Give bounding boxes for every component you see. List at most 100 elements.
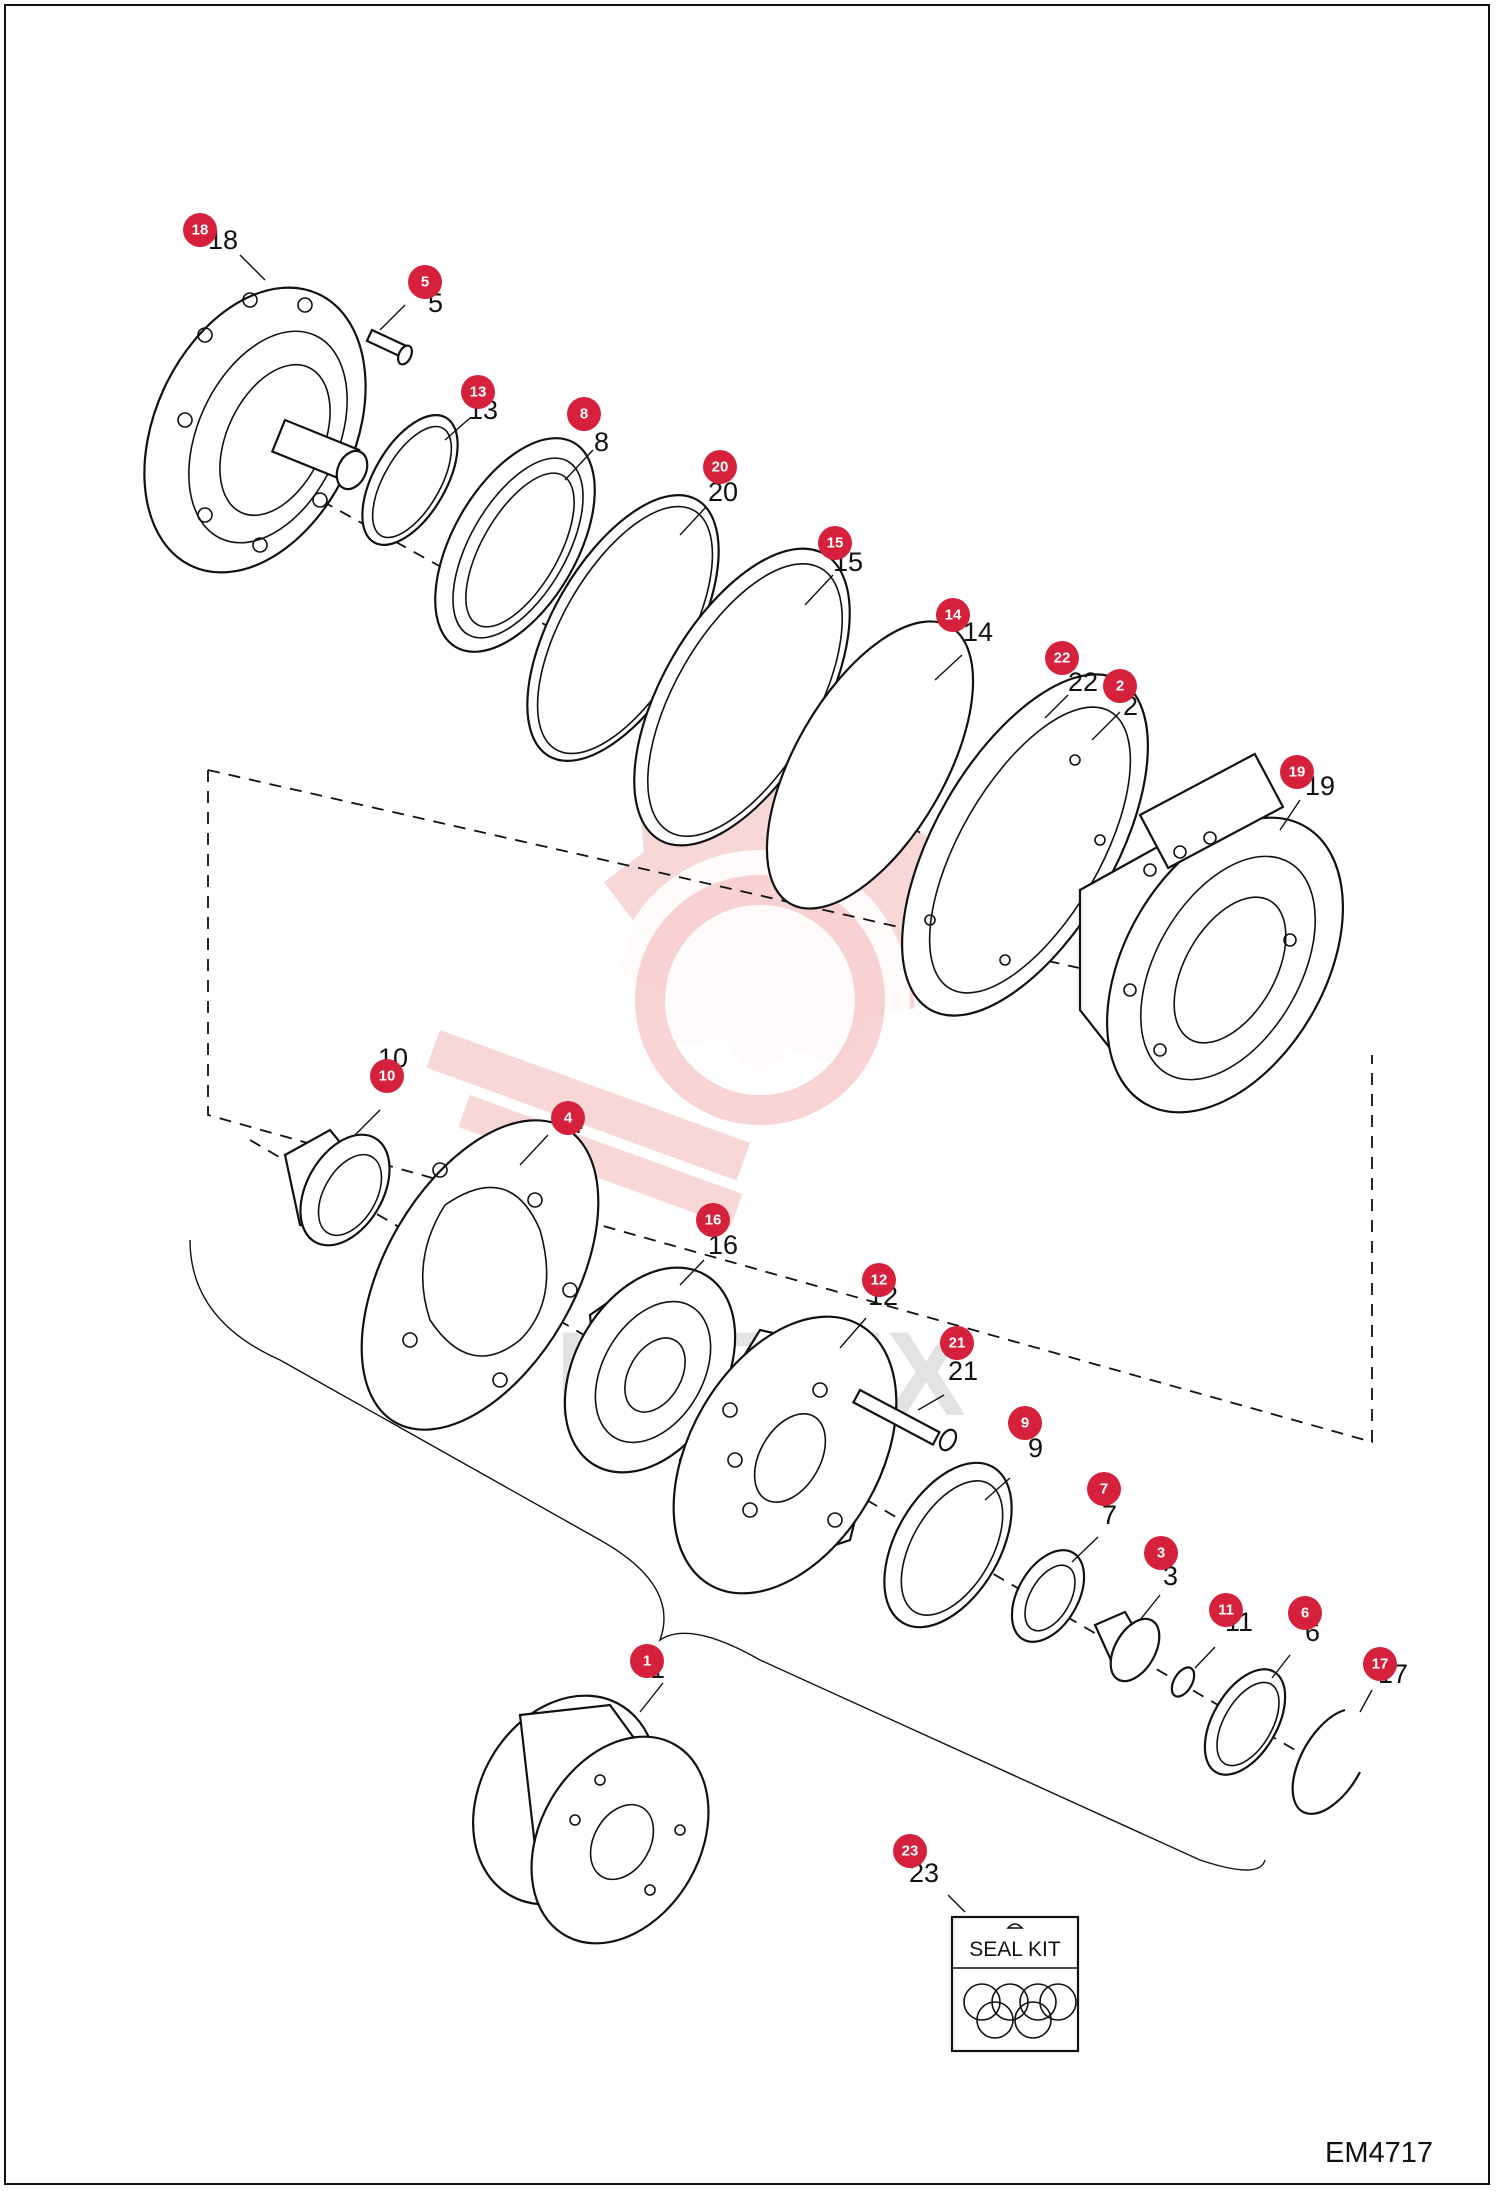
- part-number-text: 7: [1102, 1500, 1117, 1530]
- callout-badge-8: 8: [567, 397, 601, 431]
- part-9-seal: [883, 1461, 1013, 1629]
- callout-badge-6: 6: [1288, 1596, 1322, 1630]
- callout-badge-2: 2: [1103, 669, 1137, 703]
- callout-badge-circle: [893, 1834, 927, 1868]
- callout-badge-circle: [818, 526, 852, 560]
- part-21-bolt: [851, 1388, 958, 1452]
- part-number-text: 22: [1068, 667, 1098, 697]
- callout-badge-label: 12: [871, 1272, 888, 1289]
- callout-badge-circle: [703, 450, 737, 484]
- callout-badge-circle: [696, 1203, 730, 1237]
- callout-badge-14: 14: [936, 598, 970, 632]
- callout-badge-label: 3: [1157, 1545, 1165, 1562]
- callout-badge-circle: [1288, 1596, 1322, 1630]
- callout-badge-label: 14: [945, 607, 962, 624]
- callout-badge-circle: [551, 1101, 585, 1135]
- part-5-bolt: [365, 328, 413, 366]
- callout-badge-label: 7: [1100, 1481, 1108, 1498]
- seal-kit-label: SEAL KIT: [969, 1938, 1061, 1961]
- part-number-text: 21: [948, 1356, 978, 1386]
- callout-badge-circle: [567, 397, 601, 431]
- callout-badge-circle: [370, 1059, 404, 1093]
- diagram-code: EM4717: [1325, 2137, 1433, 2169]
- part-17-snap-ring: [1291, 1708, 1361, 1815]
- callout-badge-17: 17: [1363, 1647, 1397, 1681]
- part-number-text: 9: [1028, 1433, 1043, 1463]
- callout-badge-12: 12: [862, 1263, 896, 1297]
- part-12-end-cover: [672, 1315, 898, 1595]
- callout-badge-circle: [1103, 669, 1137, 703]
- callout-badge-9: 9: [1008, 1406, 1042, 1440]
- callout-badge-label: 13: [470, 384, 487, 401]
- callout-badge-circle: [408, 265, 442, 299]
- callout-badge-label: 9: [1021, 1415, 1029, 1432]
- part-18-flange-housing: [143, 286, 369, 574]
- callout-badge-label: 15: [827, 535, 844, 552]
- part-19-main-housing: [1078, 752, 1344, 1114]
- callout-badge-21: 21: [940, 1326, 974, 1360]
- part-1-motor-assembly: [472, 1694, 710, 1945]
- callout-badge-15: 15: [818, 526, 852, 560]
- callout-badge-label: 4: [564, 1110, 573, 1127]
- callout-badge-circle: [1045, 641, 1079, 675]
- callout-badge-circle: [1280, 755, 1314, 789]
- part-13-ring: [361, 414, 459, 546]
- callout-badge-5: 5: [408, 265, 442, 299]
- assembly-boundary-top: [207, 769, 1221, 1001]
- callout-badge-circle: [630, 1644, 664, 1678]
- callout-badge-label: 1: [643, 1653, 651, 1670]
- callout-badge-label: 17: [1372, 1656, 1389, 1673]
- callout-badge-circle: [862, 1263, 896, 1297]
- diagram-frame: [4, 4, 1490, 2185]
- callout-badge-4: 4: [551, 1101, 585, 1135]
- part-23-seal-kit: SEAL KIT: [950, 1915, 1080, 2053]
- callout-badge-label: 22: [1054, 650, 1071, 667]
- callout-badge-label: 20: [712, 459, 729, 476]
- part-10-sleeve: [283, 1128, 391, 1247]
- part-6-cap: [1203, 1668, 1287, 1776]
- callout-badge-10: 10: [370, 1059, 404, 1093]
- part-3-shaft: [1093, 1610, 1161, 1683]
- part-16-rotor: [563, 1266, 737, 1474]
- callout-badge-label: 11: [1218, 1602, 1234, 1619]
- callout-badge-18: 18: [183, 213, 217, 247]
- callout-badge-label: 6: [1301, 1605, 1309, 1622]
- callout-badge-16: 16: [696, 1203, 730, 1237]
- callout-badge-circle: [1008, 1406, 1042, 1440]
- callout-badge-19: 19: [1280, 755, 1314, 789]
- assembly-brace: [189, 1239, 1266, 1871]
- leader-lines: [239, 254, 1373, 1913]
- callout-badge-22: 22: [1045, 641, 1079, 675]
- callout-badge-label: 19: [1289, 764, 1306, 781]
- callout-badge-20: 20: [703, 450, 737, 484]
- callout-badge-label: 8: [580, 406, 588, 423]
- callout-badge-circle: [1087, 1472, 1121, 1506]
- part-11-washer: [1170, 1666, 1196, 1698]
- callout-badge-23: 23: [893, 1834, 927, 1868]
- callout-badge-circle: [461, 375, 495, 409]
- callout-badge-label: 16: [705, 1212, 722, 1229]
- part-4-ring-gear: [360, 1119, 600, 1431]
- callout-badge-circle: [1209, 1593, 1243, 1627]
- callout-badge-label: 10: [379, 1068, 396, 1085]
- part-8-bearing: [434, 437, 596, 653]
- callout-badge-13: 13: [461, 375, 495, 409]
- callout-badge-circle: [940, 1326, 974, 1360]
- callout-badge-circle: [1363, 1647, 1397, 1681]
- callout-badge-3: 3: [1144, 1536, 1178, 1570]
- callout-badge-circle: [1144, 1536, 1178, 1570]
- callout-layer: 1818551313882020151514142222221919101044…: [183, 213, 1408, 1888]
- callout-badge-circle: [183, 213, 217, 247]
- part-number-text: 8: [594, 427, 609, 457]
- callout-badge-label: 5: [421, 274, 429, 291]
- callout-badge-label: 23: [902, 1843, 919, 1860]
- callout-badge-circle: [936, 598, 970, 632]
- callout-badge-1: 1: [630, 1644, 664, 1678]
- callout-badge-11: 11: [1209, 1593, 1243, 1627]
- callout-badge-label: 2: [1116, 678, 1124, 695]
- callout-badge-label: 21: [949, 1335, 966, 1352]
- assembly-boundary: [207, 770, 1373, 1444]
- callout-badge-label: 18: [192, 222, 209, 239]
- part-7-bearing: [1010, 1549, 1086, 1643]
